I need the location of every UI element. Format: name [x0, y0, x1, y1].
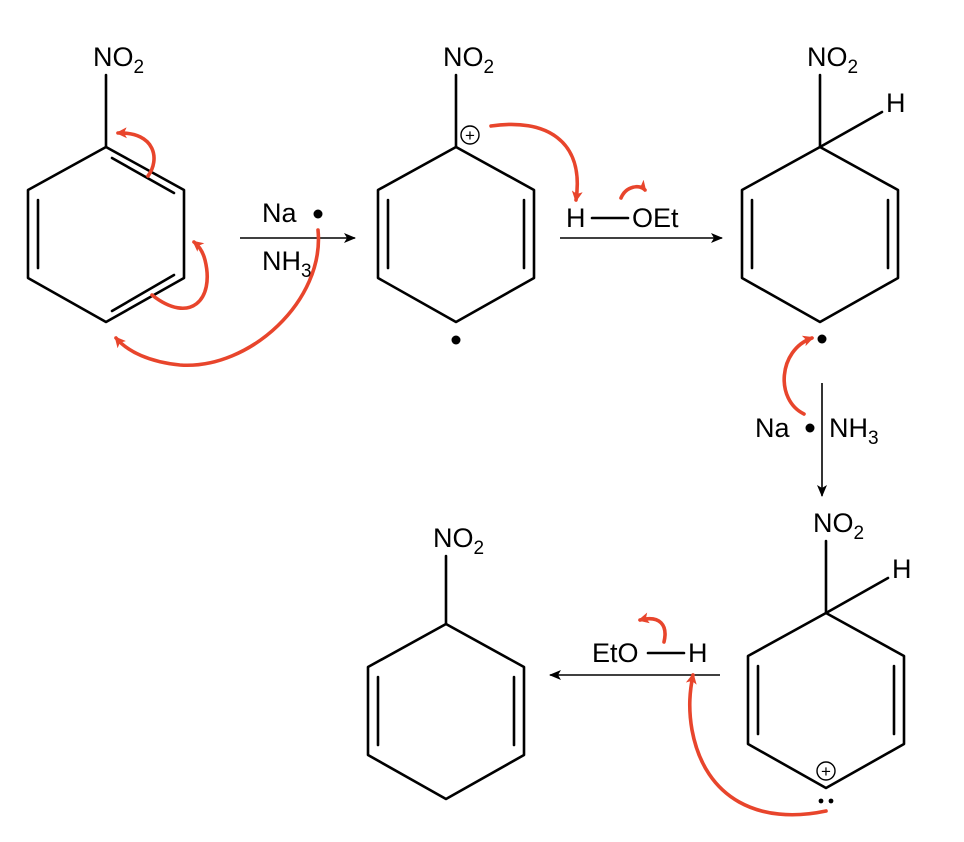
hydrogen-label: H [892, 554, 912, 584]
protonated-radical-intermediate: NO2 H [740, 42, 906, 344]
svg-text:+: + [465, 126, 475, 145]
reagent-ammonia: NH3 [262, 246, 312, 282]
carbanion-intermediate: NO2 H + [746, 508, 912, 804]
positive-charge: + [816, 761, 836, 781]
curly-arrow [114, 228, 321, 367]
nitro-group-label: NO2 [433, 523, 484, 559]
curly-arrow [489, 122, 583, 203]
curly-arrow [619, 179, 647, 200]
reaction-arrow-step2: H OEt [560, 203, 723, 243]
reaction-arrow-step3: Na NH3 [755, 383, 879, 497]
nitrobenzene: NO2 [26, 42, 186, 324]
reaction-arrow-step4: EtO H [549, 638, 720, 680]
reagent-sodium: Na [755, 413, 790, 443]
curly-arrow [685, 672, 828, 817]
nitro-group-label: NO2 [807, 42, 858, 78]
radical-cation-intermediate: NO2 + [376, 42, 536, 345]
radical-dot [817, 334, 827, 344]
lone-pair-dot [818, 798, 824, 804]
hydrogen-label: H [886, 88, 906, 118]
reagent-sodium: Na [262, 198, 297, 228]
nitro-group-label: NO2 [813, 508, 864, 544]
positive-charge: + [460, 125, 480, 145]
reagent-ethoxide: OEt [632, 203, 679, 233]
reagent-hydrogen: H [688, 638, 708, 668]
electron-pushing-arrows [114, 122, 828, 817]
product-nitrocyclohexadiene: NO2 [366, 523, 526, 801]
nitro-group-label: NO2 [443, 42, 494, 78]
radical-dot [451, 335, 461, 345]
curly-arrow [782, 335, 815, 416]
svg-text:+: + [821, 762, 831, 781]
reagent-ammonia: NH3 [829, 413, 879, 449]
reagent-ethoxide: EtO [592, 638, 639, 668]
curly-arrow [115, 127, 156, 178]
nitro-group-label: NO2 [93, 42, 144, 78]
reaction-arrow-step1: Na NH3 [240, 198, 356, 282]
radical-dot [805, 423, 815, 433]
reagent-hydrogen: H [566, 203, 586, 233]
curly-arrow [150, 240, 209, 310]
radical-dot [313, 209, 323, 219]
lone-pair-dot [828, 798, 834, 804]
curly-arrow [637, 612, 667, 644]
